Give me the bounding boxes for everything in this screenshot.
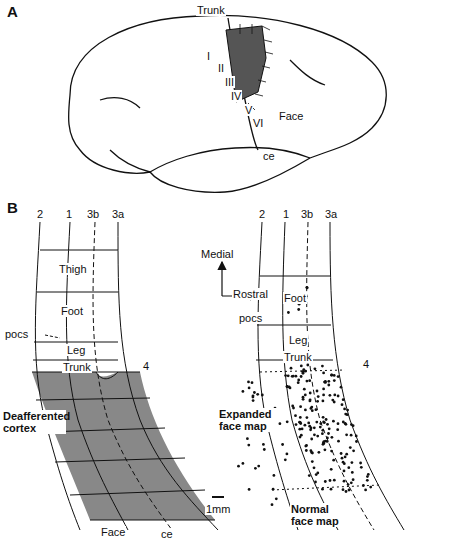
- tick-marks: [240, 24, 273, 110]
- map-label: A: [6, 4, 19, 20]
- map-label: 4: [362, 358, 370, 370]
- map-label: Foot: [283, 292, 307, 304]
- map-label: Foot: [60, 305, 84, 317]
- map-label: B: [6, 200, 19, 216]
- left-map: [32, 222, 258, 530]
- map-label: 3b: [300, 208, 314, 220]
- map-label: Trunk: [196, 4, 226, 16]
- right-map: [256, 222, 404, 530]
- map-label: Leg: [66, 344, 86, 356]
- map-label: Thigh: [58, 263, 88, 275]
- map-label: V: [244, 104, 253, 116]
- map-label: VI: [252, 117, 264, 129]
- map-label: I: [206, 50, 211, 62]
- map-label: 2: [36, 208, 44, 220]
- map-label: Expanded face map: [218, 408, 278, 432]
- map-label: Face: [100, 526, 126, 538]
- map-label: 3a: [111, 208, 125, 220]
- brain-outline: [69, 15, 387, 192]
- map-label: 1: [282, 208, 290, 220]
- map-label: Face: [278, 110, 304, 122]
- map-label: ce: [160, 528, 174, 540]
- map-label: IV: [230, 90, 242, 102]
- map-label: ce: [262, 150, 276, 162]
- map-label: Normal face map: [290, 503, 354, 527]
- map-label: Leg: [288, 334, 308, 346]
- cortex-region: [226, 26, 266, 102]
- map-label: Trunk: [62, 361, 92, 373]
- map-label: pocs: [238, 312, 263, 324]
- map-label: Deafferented cortex: [2, 410, 66, 434]
- map-label: 1: [65, 208, 73, 220]
- map-label: 4: [142, 360, 150, 372]
- map-label: Trunk: [283, 351, 313, 363]
- map-label: 2: [258, 208, 266, 220]
- map-label: 3a: [324, 208, 338, 220]
- map-label: II: [217, 62, 225, 74]
- map-label: III: [224, 76, 235, 88]
- map-label: 3b: [86, 208, 100, 220]
- map-label: 1mm: [205, 503, 231, 515]
- recording-dots: [237, 286, 372, 506]
- map-label: Medial: [200, 248, 234, 260]
- map-label: Rostral: [232, 288, 269, 300]
- map-label: pocs: [4, 328, 29, 340]
